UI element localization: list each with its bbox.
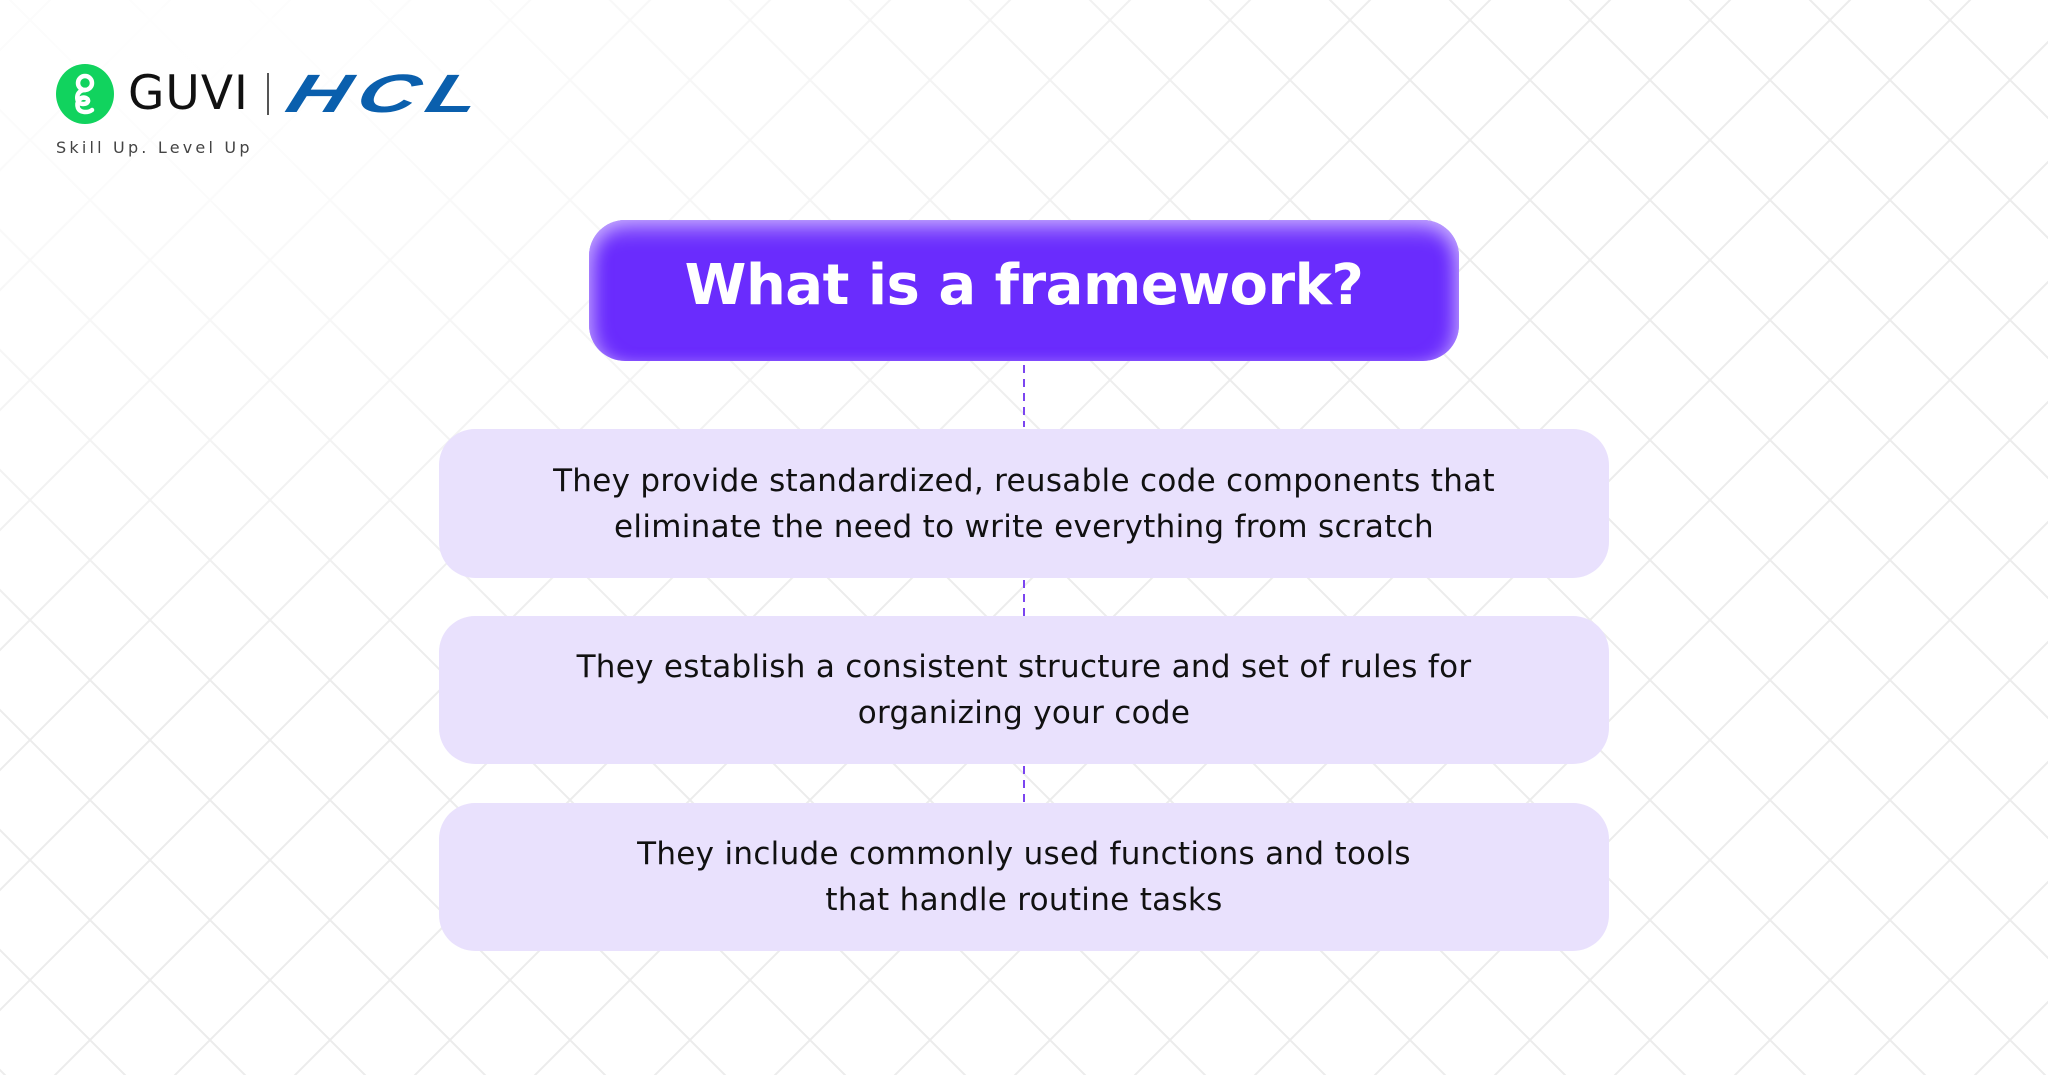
point-card-line: that handle routine tasks <box>825 882 1223 918</box>
point-card-2: They establish a consistent structure an… <box>439 616 1609 764</box>
hcl-wordmark: HCL <box>278 64 499 124</box>
point-card-line: They include commonly used functions and… <box>637 836 1411 872</box>
point-card-1: They provide standardized, reusable code… <box>439 429 1609 578</box>
connector-card-1-to-card-2 <box>1023 580 1025 616</box>
point-card-line: They establish a consistent structure an… <box>576 649 1472 685</box>
brand-logo-block: GUVI HCL Skill Up. Level Up <box>56 64 499 157</box>
brand-tagline: Skill Up. Level Up <box>56 138 253 157</box>
diagram-title: What is a framework? <box>684 253 1364 318</box>
guvi-logo-icon <box>56 64 114 124</box>
point-card-line: They provide standardized, reusable code… <box>553 462 1495 499</box>
point-card-text: They establish a consistent structure an… <box>577 644 1472 736</box>
diagram-title-box: What is a framework? <box>589 220 1459 361</box>
connector-title-to-card-1 <box>1023 365 1025 427</box>
point-card-line: eliminate the need to write everything f… <box>614 508 1434 545</box>
brand-divider <box>266 73 269 115</box>
point-card-text: They include commonly used functions and… <box>637 831 1411 923</box>
brand-logo-row: GUVI HCL <box>56 64 499 124</box>
point-card-line: organizing your code <box>857 695 1191 731</box>
connector-card-2-to-card-3 <box>1023 766 1025 803</box>
guvi-wordmark: GUVI <box>128 66 249 121</box>
point-card-text: They provide standardized, reusable code… <box>553 458 1495 550</box>
point-card-3: They include commonly used functions and… <box>439 803 1609 951</box>
